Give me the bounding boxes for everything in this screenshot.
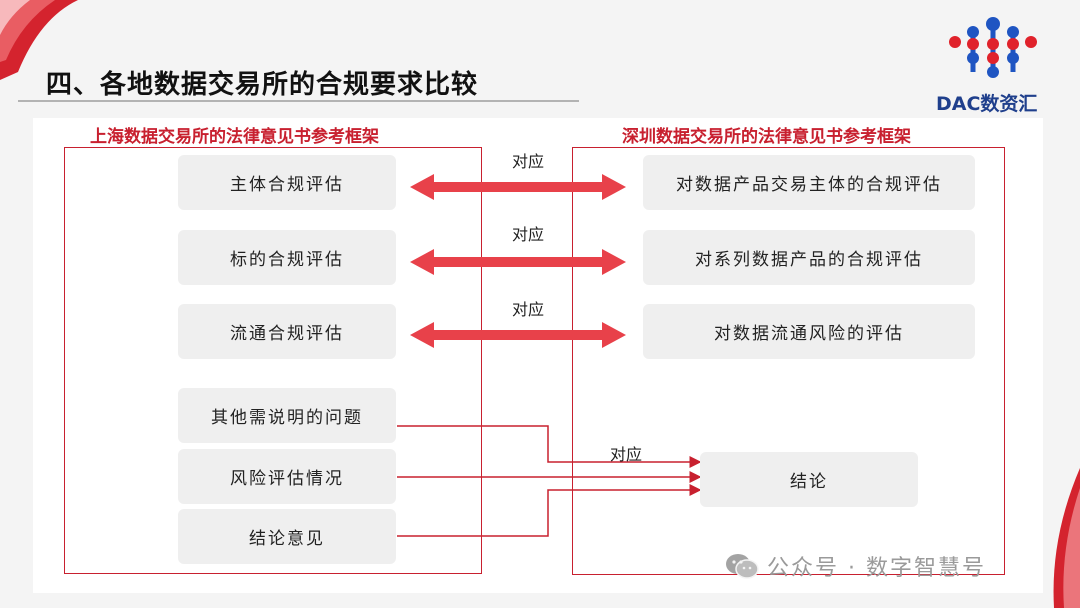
title-underline (18, 100, 579, 102)
relation-label-2: 对应 (512, 225, 545, 244)
connector-line-conclusion-opinion (397, 484, 702, 537)
dac-logo-icon (949, 17, 1037, 78)
merge-connector (397, 425, 702, 537)
right-item-trade-subject-compliance: 对数据产品交易主体的合规评估 (643, 155, 975, 210)
ribbon-bottom-right-decoration (1053, 468, 1080, 608)
ribbon-top-left-decoration (0, 0, 78, 80)
left-item-circulation-compliance: 流通合规评估 (178, 304, 396, 359)
connector-line-other-issues (397, 425, 702, 468)
right-item-conclusion: 结论 (700, 452, 918, 507)
logo-text: DAC数资汇 (936, 93, 1038, 115)
left-item-subject-compliance: 主体合规评估 (178, 155, 396, 210)
watermark-text: 公众号 · 数字智慧号 (767, 556, 986, 581)
left-frame (64, 147, 482, 574)
right-column-title: 深圳数据交易所的法律意见书参考框架 (622, 127, 911, 147)
left-item-conclusion-opinion: 结论意见 (178, 509, 396, 564)
relation-label-1: 对应 (512, 152, 545, 171)
left-item-other-issues: 其他需说明的问题 (178, 388, 396, 443)
right-item-product-series-compliance: 对系列数据产品的合规评估 (643, 230, 975, 285)
relation-label-4: 对应 (610, 445, 643, 464)
left-column-title: 上海数据交易所的法律意见书参考框架 (90, 127, 379, 147)
right-item-circulation-risk: 对数据流通风险的评估 (643, 304, 975, 359)
left-item-risk-assessment: 风险评估情况 (178, 449, 396, 504)
relation-label-3: 对应 (512, 300, 545, 319)
right-frame (572, 147, 1005, 575)
wechat-icon (726, 554, 759, 579)
double-arrow-1 (410, 174, 626, 200)
watermark: 公众号 · 数字智慧号 (725, 550, 986, 582)
page-title: 四、各地数据交易所的合规要求比较 (46, 70, 479, 100)
double-arrow-2 (410, 249, 626, 275)
left-item-target-compliance: 标的合规评估 (178, 230, 396, 285)
double-arrow-3 (410, 322, 626, 348)
